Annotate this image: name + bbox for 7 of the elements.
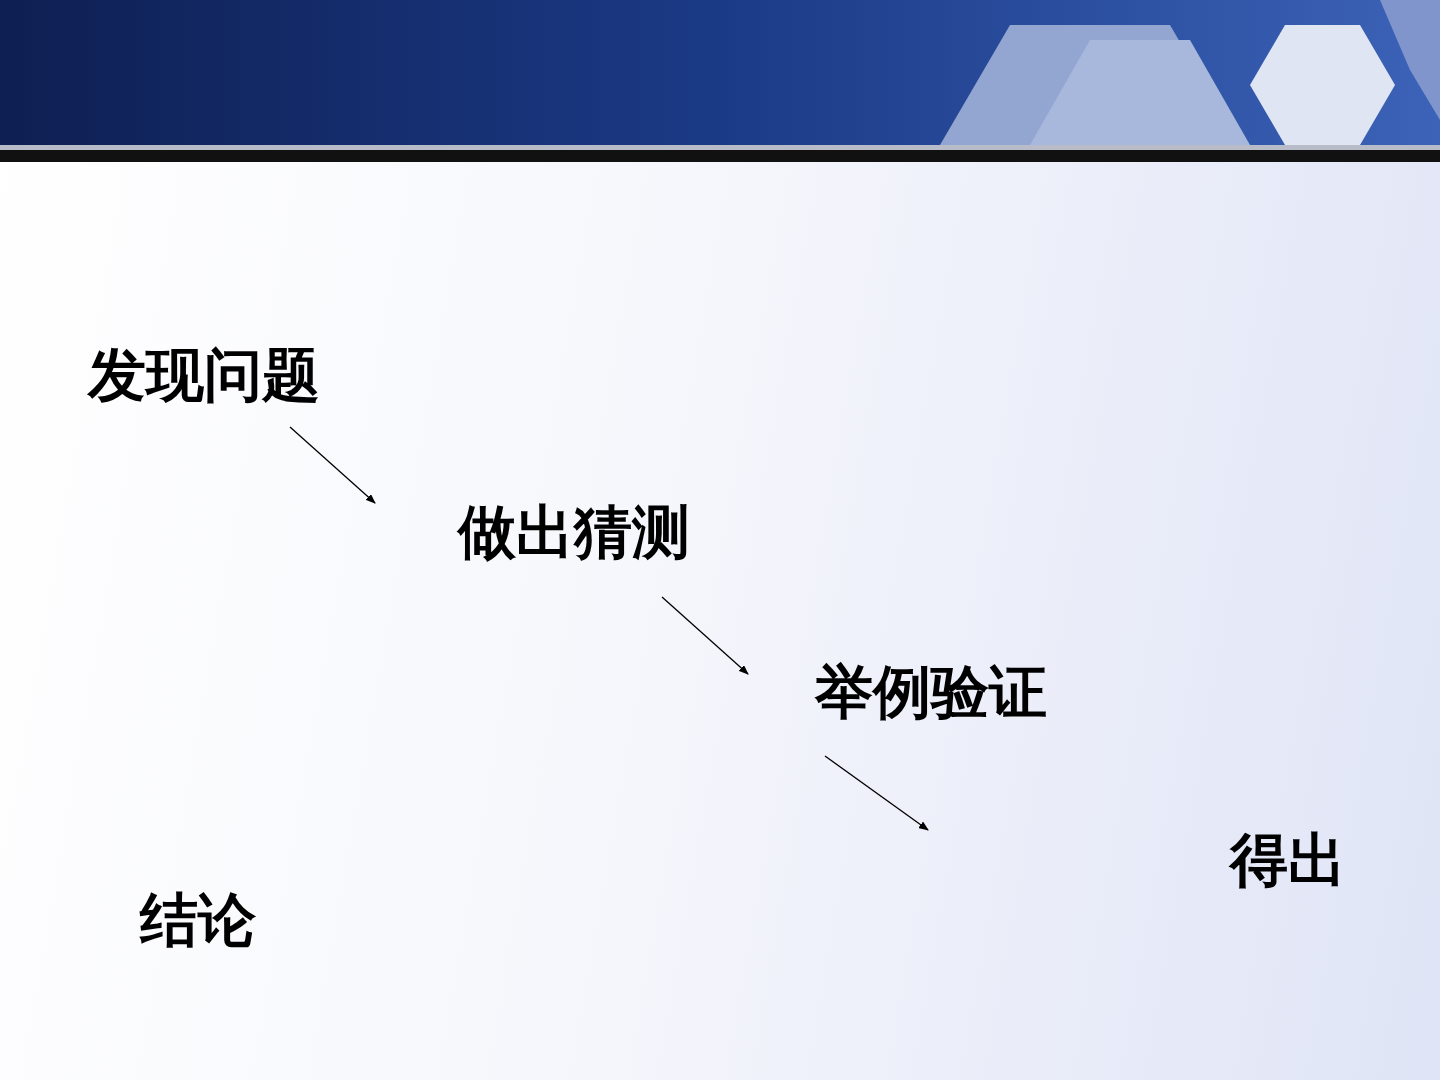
step-text: 发现问题 [88, 345, 321, 405]
step-text: 得出结论 [140, 830, 1347, 950]
arrow [824, 755, 929, 831]
step-text: 做出猜测 [458, 502, 690, 562]
step-text: 举例验证 [815, 662, 1048, 722]
arrow [289, 426, 376, 504]
arrow [661, 596, 749, 675]
